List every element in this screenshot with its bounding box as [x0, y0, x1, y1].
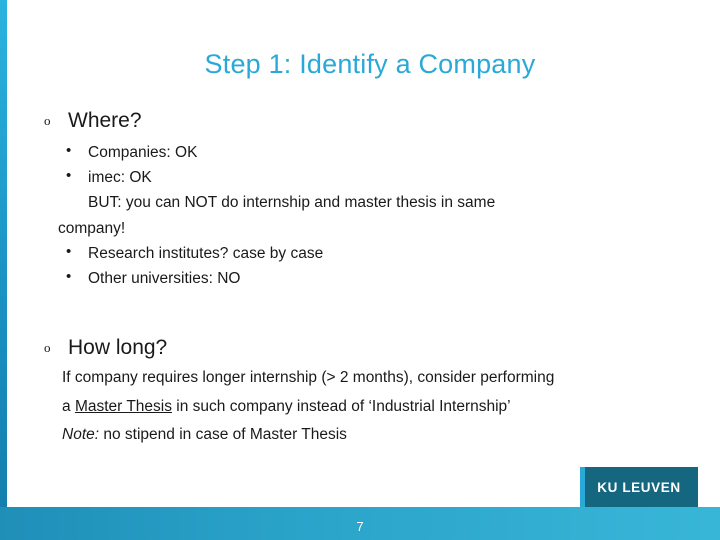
slide-number: 7 — [356, 519, 364, 534]
logo-accent-bar — [580, 467, 585, 507]
list-item: • imec: OK — [58, 165, 700, 190]
note-text: no stipend in case of Master Thesis — [99, 426, 347, 444]
section-heading-label: How long? — [68, 335, 168, 359]
list-item: • Other universities: NO — [58, 266, 700, 291]
list-item-label: Other universities: NO — [88, 269, 241, 287]
circle-bullet-icon: o — [44, 339, 51, 355]
left-accent-bar — [0, 0, 7, 507]
section-heading-label: Where? — [68, 109, 142, 132]
dot-bullet-icon: • — [66, 267, 72, 285]
paragraph-internship-length: If company requires longer internship (>… — [0, 367, 720, 389]
slide-body: o Where? • Companies: OK • imec: OK BUT:… — [0, 108, 720, 447]
paragraph-text: If company requires longer internship (>… — [62, 369, 555, 387]
list-item-label: imec: OK — [88, 169, 152, 187]
list-item-label: Research institutes? case by case — [88, 244, 324, 262]
paragraph-note: Note: no stipend in case of Master Thesi… — [0, 424, 720, 446]
list-item: • Research institutes? case by case — [58, 241, 700, 266]
paragraph-text-lead: a — [62, 397, 75, 415]
bottom-band — [0, 507, 720, 540]
circle-bullet-icon: o — [44, 113, 51, 128]
paragraph-master-thesis: a Master Thesis in such company instead … — [0, 396, 720, 418]
list-item-continuation: BUT: you can NOT do internship and maste… — [58, 190, 700, 215]
dot-bullet-icon: • — [66, 167, 72, 185]
logo-label: KU LEUVEN — [597, 479, 681, 495]
note-label: Note: — [62, 426, 100, 444]
page-title: Step 1: Identify a Company — [204, 49, 536, 79]
ku-leuven-logo: KU LEUVEN — [580, 467, 698, 507]
section-heading-where: o Where? — [0, 108, 720, 134]
list-item-label: Companies: OK — [88, 144, 198, 162]
list-item-continuation: company! — [58, 216, 700, 241]
dot-bullet-icon: • — [66, 142, 72, 160]
paragraph-text-underlined: Master Thesis — [74, 397, 172, 415]
list-item-label: company! — [58, 219, 126, 237]
section-heading-howlong: o How long? — [0, 335, 720, 361]
paragraph-text-tail: in such company instead of ‘Industrial I… — [172, 397, 511, 415]
section-spacer — [0, 291, 720, 335]
list-item-label: BUT: you can NOT do internship and maste… — [88, 194, 496, 212]
where-items-list: • Companies: OK • imec: OK BUT: you can … — [0, 140, 720, 291]
dot-bullet-icon: • — [66, 242, 72, 260]
list-item: • Companies: OK — [58, 140, 700, 165]
